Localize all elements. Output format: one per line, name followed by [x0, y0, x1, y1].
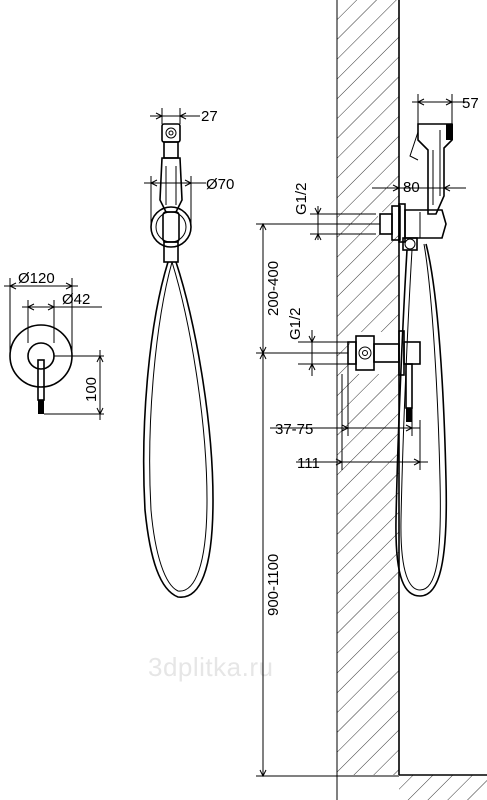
dim-diameter-42: Ø42 [62, 291, 90, 308]
mixer-front-view: Ø120 Ø42 100 [4, 270, 104, 420]
handshower-front-view: 27 Ø70 [142, 108, 234, 598]
dim-height-100: 100 [83, 377, 100, 402]
dim-width-111: 111 [297, 455, 320, 472]
side-dimensions: 57 80 G1/2 200-400 G1/2 900-1100 [256, 94, 479, 778]
dim-diameter-120: Ø120 [18, 270, 55, 287]
dim-width-80: 80 [403, 179, 420, 196]
dim-diameter-70: Ø70 [206, 176, 234, 193]
dim-thread-g12-top: G1/2 [293, 182, 310, 215]
dim-height-200-400: 200-400 [265, 261, 282, 316]
dim-width-57: 57 [462, 95, 479, 112]
dim-width-27: 27 [201, 108, 218, 125]
watermark-text: 3dplitka.ru [148, 652, 273, 682]
side-view-installation [347, 123, 453, 597]
wall-section [336, 0, 487, 800]
dim-thread-g12-mid: G1/2 [287, 307, 304, 340]
dim-width-37-75: 37-75 [275, 421, 313, 438]
dim-height-900-1100: 900-1100 [265, 554, 282, 616]
